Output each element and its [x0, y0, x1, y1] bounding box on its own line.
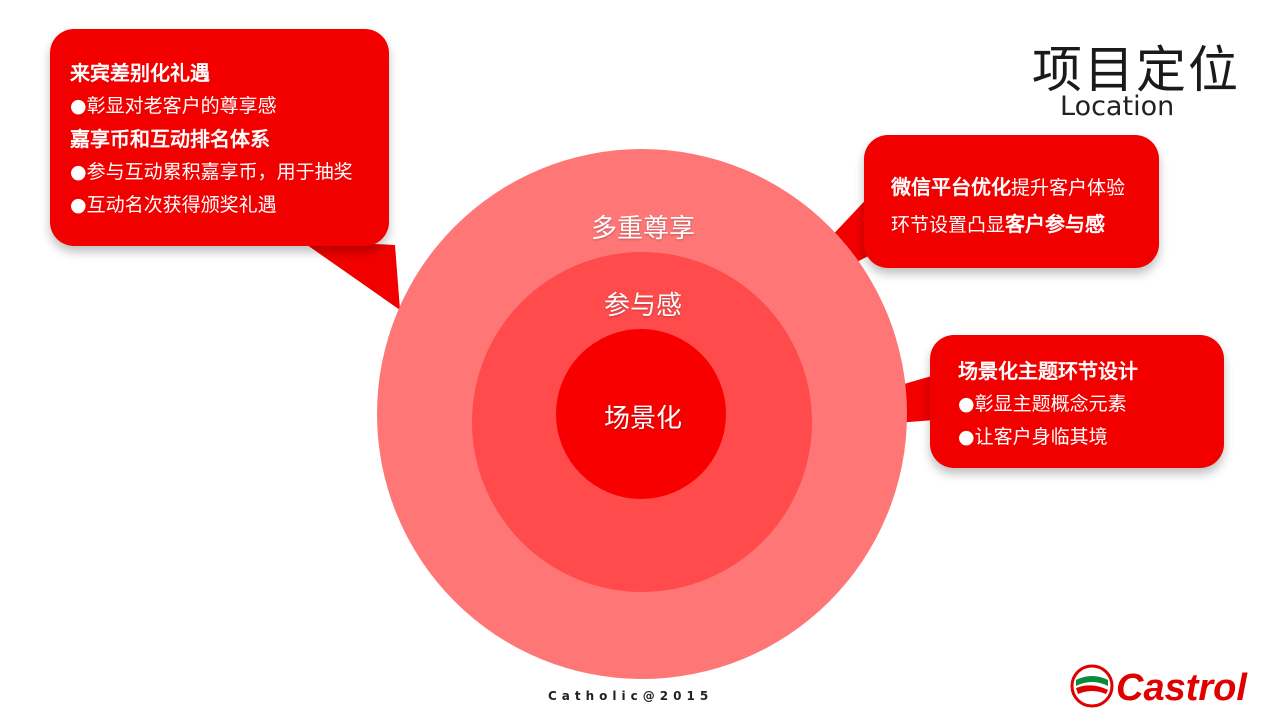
callout-line: ●让客户身临其境 [958, 426, 1108, 448]
callout-text: 环节设置凸显 [891, 214, 1006, 236]
callout-box-right-top: 微信平台优化提升客户体验 环节设置凸显客户参与感 [864, 135, 1159, 268]
callout-heading: 来宾差别化礼遇 [70, 61, 210, 85]
callout-heading: 嘉享币和互动排名体系 [70, 127, 270, 151]
callout-heading: 场景化主题环节设计 [958, 359, 1138, 383]
callout-box-left: 来宾差别化礼遇 ●彰显对老客户的尊享感 嘉享币和互动排名体系 ●参与互动累积嘉享… [50, 29, 389, 246]
inner-ring-label: 场景化 [603, 404, 682, 434]
callout-emphasis: 微信平台优化 [891, 175, 1011, 199]
outer-ring-label: 多重尊享 [590, 214, 695, 244]
callout-line: 环节设置凸显客户参与感 [891, 206, 1125, 243]
callout-line: 微信平台优化提升客户体验 [891, 169, 1125, 206]
page-title: 项目定位 [1032, 41, 1240, 99]
castrol-logo-icon: Castrol [1070, 664, 1248, 709]
logo-wordmark: Castrol [1116, 667, 1248, 709]
inner-ring [556, 329, 726, 499]
footer-credit: Catholic@2015 [548, 689, 714, 703]
callout-text: 提升客户体验 [1011, 177, 1126, 199]
callout-line: ●参与互动累积嘉享币，用于抽奖 [70, 161, 353, 183]
callout-line: ●互动名次获得颁奖礼遇 [70, 194, 277, 216]
callout-line: ●彰显对老客户的尊享感 [70, 95, 277, 117]
page-subtitle: Location [1060, 91, 1175, 122]
left-callout-pointer [300, 240, 400, 310]
callout-line: ●彰显主题概念元素 [958, 393, 1127, 415]
callout-box-right-bottom: 场景化主题环节设计 ●彰显主题概念元素 ●让客户身临其境 [930, 335, 1224, 468]
middle-ring-label: 参与感 [603, 291, 682, 321]
castrol-logo: Castrol [1070, 660, 1260, 710]
callout-emphasis: 客户参与感 [1005, 212, 1106, 236]
